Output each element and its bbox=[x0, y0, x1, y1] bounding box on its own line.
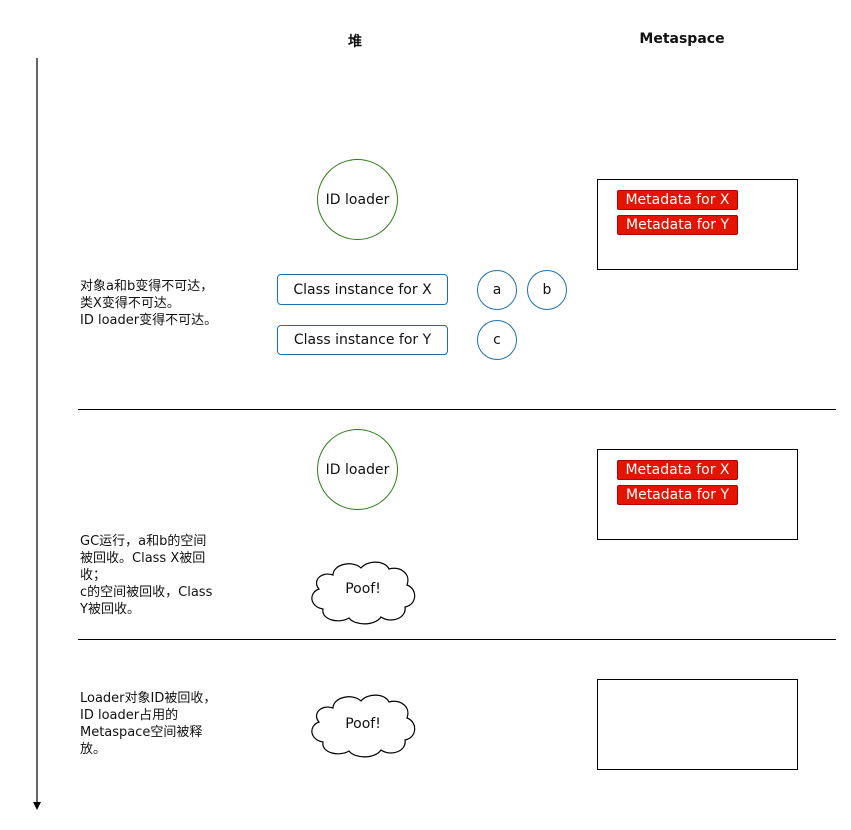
cloud-shape bbox=[311, 694, 416, 758]
stage-divider-2 bbox=[78, 639, 836, 640]
metadata-y-stage2: Metadata for Y bbox=[617, 485, 738, 505]
poof-label-stage3: Poof! bbox=[345, 716, 381, 732]
id-loader-node: ID loader bbox=[317, 159, 398, 240]
poof-label-stage2: Poof! bbox=[345, 581, 381, 597]
metadata-x-stage2: Metadata for X bbox=[617, 460, 738, 480]
stage1-note: 对象a和b变得不可达， 类X变得不可达。 ID loader变得不可达。 bbox=[80, 279, 218, 328]
poof-cloud-stage2: Poof! bbox=[305, 558, 421, 626]
metaspace-header: Metaspace bbox=[639, 31, 725, 47]
metadata-y-stage1: Metadata for Y bbox=[617, 215, 738, 235]
heap-header: 堆 bbox=[348, 34, 362, 50]
timeline-arrow bbox=[33, 58, 41, 810]
object-b-node: b bbox=[527, 270, 567, 310]
object-b-label: b bbox=[542, 282, 552, 298]
object-a-node: a bbox=[477, 270, 517, 310]
id-loader-label-stage2: ID loader bbox=[325, 461, 390, 478]
object-a-label: a bbox=[492, 282, 502, 298]
class-instance-y-label: Class instance for Y bbox=[293, 332, 432, 348]
metadata-x-stage1: Metadata for X bbox=[617, 190, 738, 210]
cloud-shape bbox=[311, 561, 416, 625]
object-c-node: c bbox=[477, 320, 517, 360]
object-c-label: c bbox=[493, 332, 501, 348]
class-instance-x: Class instance for X bbox=[277, 274, 448, 305]
stage-divider-1 bbox=[78, 409, 836, 410]
id-loader-node-stage2: ID loader bbox=[317, 429, 398, 510]
class-instance-y: Class instance for Y bbox=[277, 325, 448, 355]
stage2-note: GC运行，a和b的空间 被回收。Class X被回 收； c的空间被回收，Cla… bbox=[80, 534, 213, 617]
id-loader-label: ID loader bbox=[325, 191, 390, 208]
metaspace-box-stage3 bbox=[597, 679, 798, 770]
poof-cloud-stage3: Poof! bbox=[305, 691, 421, 759]
class-instance-x-label: Class instance for X bbox=[293, 281, 432, 298]
stage3-note: Loader对象ID被回收， ID loader占用的 Metaspace空间被… bbox=[80, 691, 217, 757]
